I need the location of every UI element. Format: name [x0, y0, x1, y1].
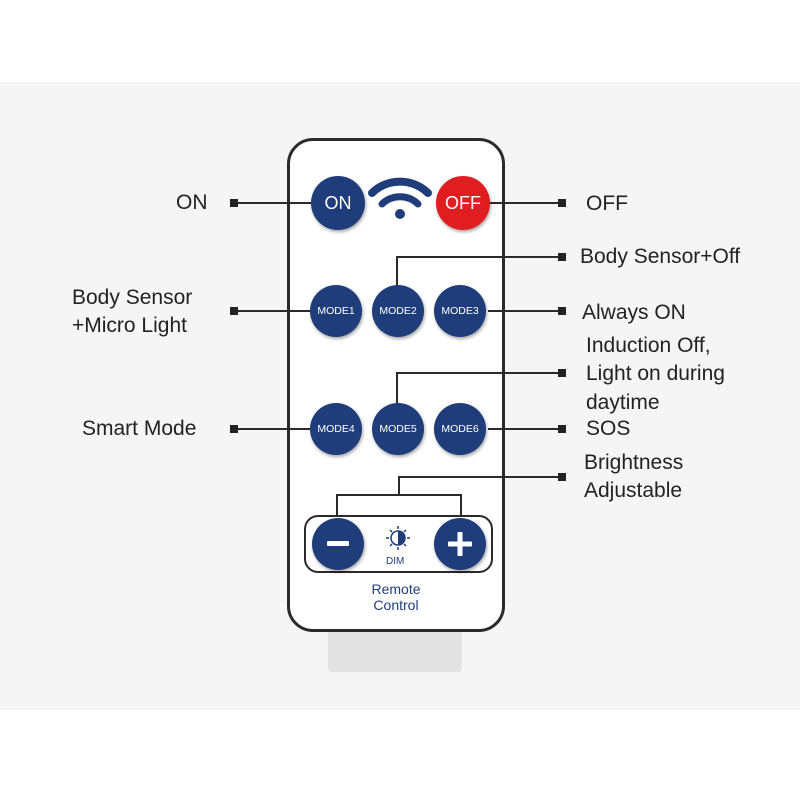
- marker-dim: [558, 473, 566, 481]
- callout-off: OFF: [586, 192, 628, 215]
- off-button[interactable]: OFF: [436, 176, 490, 230]
- mode6-button[interactable]: MODE6: [434, 403, 486, 455]
- remote-title-line1: Remote: [371, 581, 421, 597]
- mode2-button-label: MODE2: [379, 305, 417, 317]
- connector-dim-h2: [398, 476, 562, 478]
- dim-minus-button[interactable]: [312, 518, 364, 570]
- mode6-button-label: MODE6: [441, 423, 479, 435]
- callout-mode4: Smart Mode: [82, 417, 197, 440]
- plus-icon: [448, 532, 472, 556]
- mode4-button[interactable]: MODE4: [310, 403, 362, 455]
- callout-mode6: SOS: [586, 417, 631, 440]
- marker-mode2: [558, 253, 566, 261]
- minus-icon: [327, 541, 349, 546]
- marker-off: [558, 199, 566, 207]
- connector-mode6: [488, 428, 562, 430]
- connector-dim-v: [398, 476, 400, 496]
- mode1-button[interactable]: MODE1: [310, 285, 362, 337]
- marker-mode1: [230, 307, 238, 315]
- connector-dim-right-v: [460, 494, 462, 518]
- on-button-label: ON: [324, 192, 352, 213]
- callout-mode2: Body Sensor+Off: [580, 245, 741, 268]
- connector-mode4: [236, 428, 310, 430]
- off-button-label: OFF: [445, 192, 481, 213]
- connector-mode3: [488, 310, 562, 312]
- mode3-button-label: MODE3: [441, 305, 479, 317]
- marker-on: [230, 199, 238, 207]
- connector-mode5-h: [396, 372, 562, 374]
- callout-mode5-line3: daytime: [586, 391, 660, 414]
- marker-mode4: [230, 425, 238, 433]
- mode5-button-label: MODE5: [379, 423, 417, 435]
- mode4-button-label: MODE4: [317, 423, 355, 435]
- callout-on: ON: [176, 191, 208, 214]
- connector-mode1: [236, 310, 310, 312]
- connector-on: [236, 202, 312, 204]
- marker-mode5: [558, 369, 566, 377]
- mode2-button[interactable]: MODE2: [372, 285, 424, 337]
- connector-off: [484, 202, 562, 204]
- marker-mode6: [558, 425, 566, 433]
- callout-mode1-line1: Body Sensor: [72, 286, 193, 309]
- mode5-button[interactable]: MODE5: [372, 403, 424, 455]
- callout-dim-line2: Adjustable: [584, 479, 683, 502]
- connector-mode5-v: [396, 372, 398, 404]
- mode1-button-label: MODE1: [317, 305, 355, 317]
- connector-mode2-h: [396, 256, 562, 258]
- marker-mode3: [558, 307, 566, 315]
- remote-title-line2: Control: [373, 597, 419, 613]
- remote-title: Remote Control: [346, 581, 446, 613]
- callout-mode5-line1: Induction Off,: [586, 334, 711, 357]
- connector-mode2-v: [396, 256, 398, 286]
- callout-mode3: Always ON: [582, 301, 686, 324]
- dim-label: DIM: [386, 556, 405, 567]
- dim-plus-button[interactable]: [434, 518, 486, 570]
- callout-mode1-line2: +Micro Light: [72, 314, 187, 337]
- callout-dim-line1: Brightness: [584, 451, 684, 474]
- remote-stand: [328, 628, 462, 672]
- callout-mode5-line2: Light on during: [586, 362, 725, 385]
- on-button[interactable]: ON: [311, 176, 365, 230]
- connector-dim-left-v: [336, 494, 338, 518]
- mode3-button[interactable]: MODE3: [434, 285, 486, 337]
